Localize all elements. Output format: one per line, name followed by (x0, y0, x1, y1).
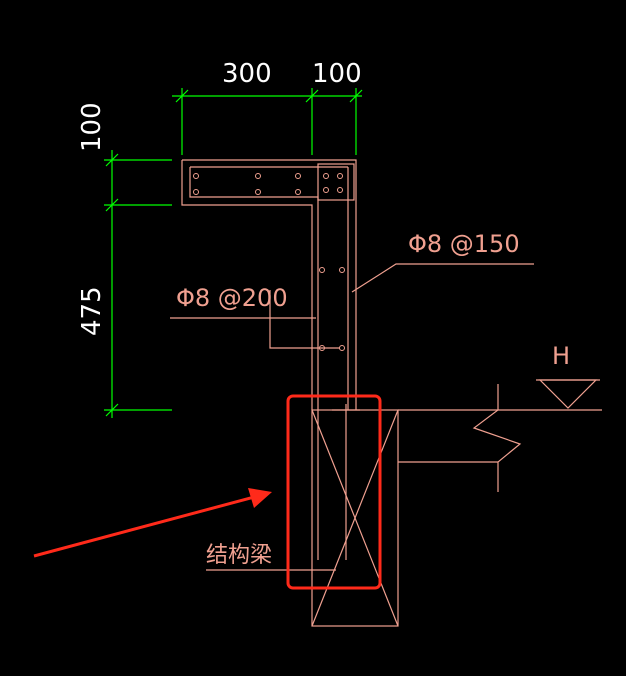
highlight-box (286, 394, 382, 590)
dimension-300: 300 (222, 59, 272, 89)
rebar-label-phi8-150: Φ8 @150 (408, 230, 520, 258)
dimension-lines (104, 88, 363, 418)
level-mark-h: H (552, 342, 570, 370)
beam-label: 结构梁 (206, 543, 272, 568)
rebar-label-phi8-200: Φ8 @200 (176, 284, 288, 312)
dimension-475: 475 (77, 286, 107, 336)
dimension-100-left: 100 (77, 102, 107, 152)
highlight-arrow (33, 488, 272, 558)
rebar-dots (193, 173, 345, 351)
structure-lines (170, 159, 602, 627)
dimension-100-top: 100 (312, 59, 362, 89)
